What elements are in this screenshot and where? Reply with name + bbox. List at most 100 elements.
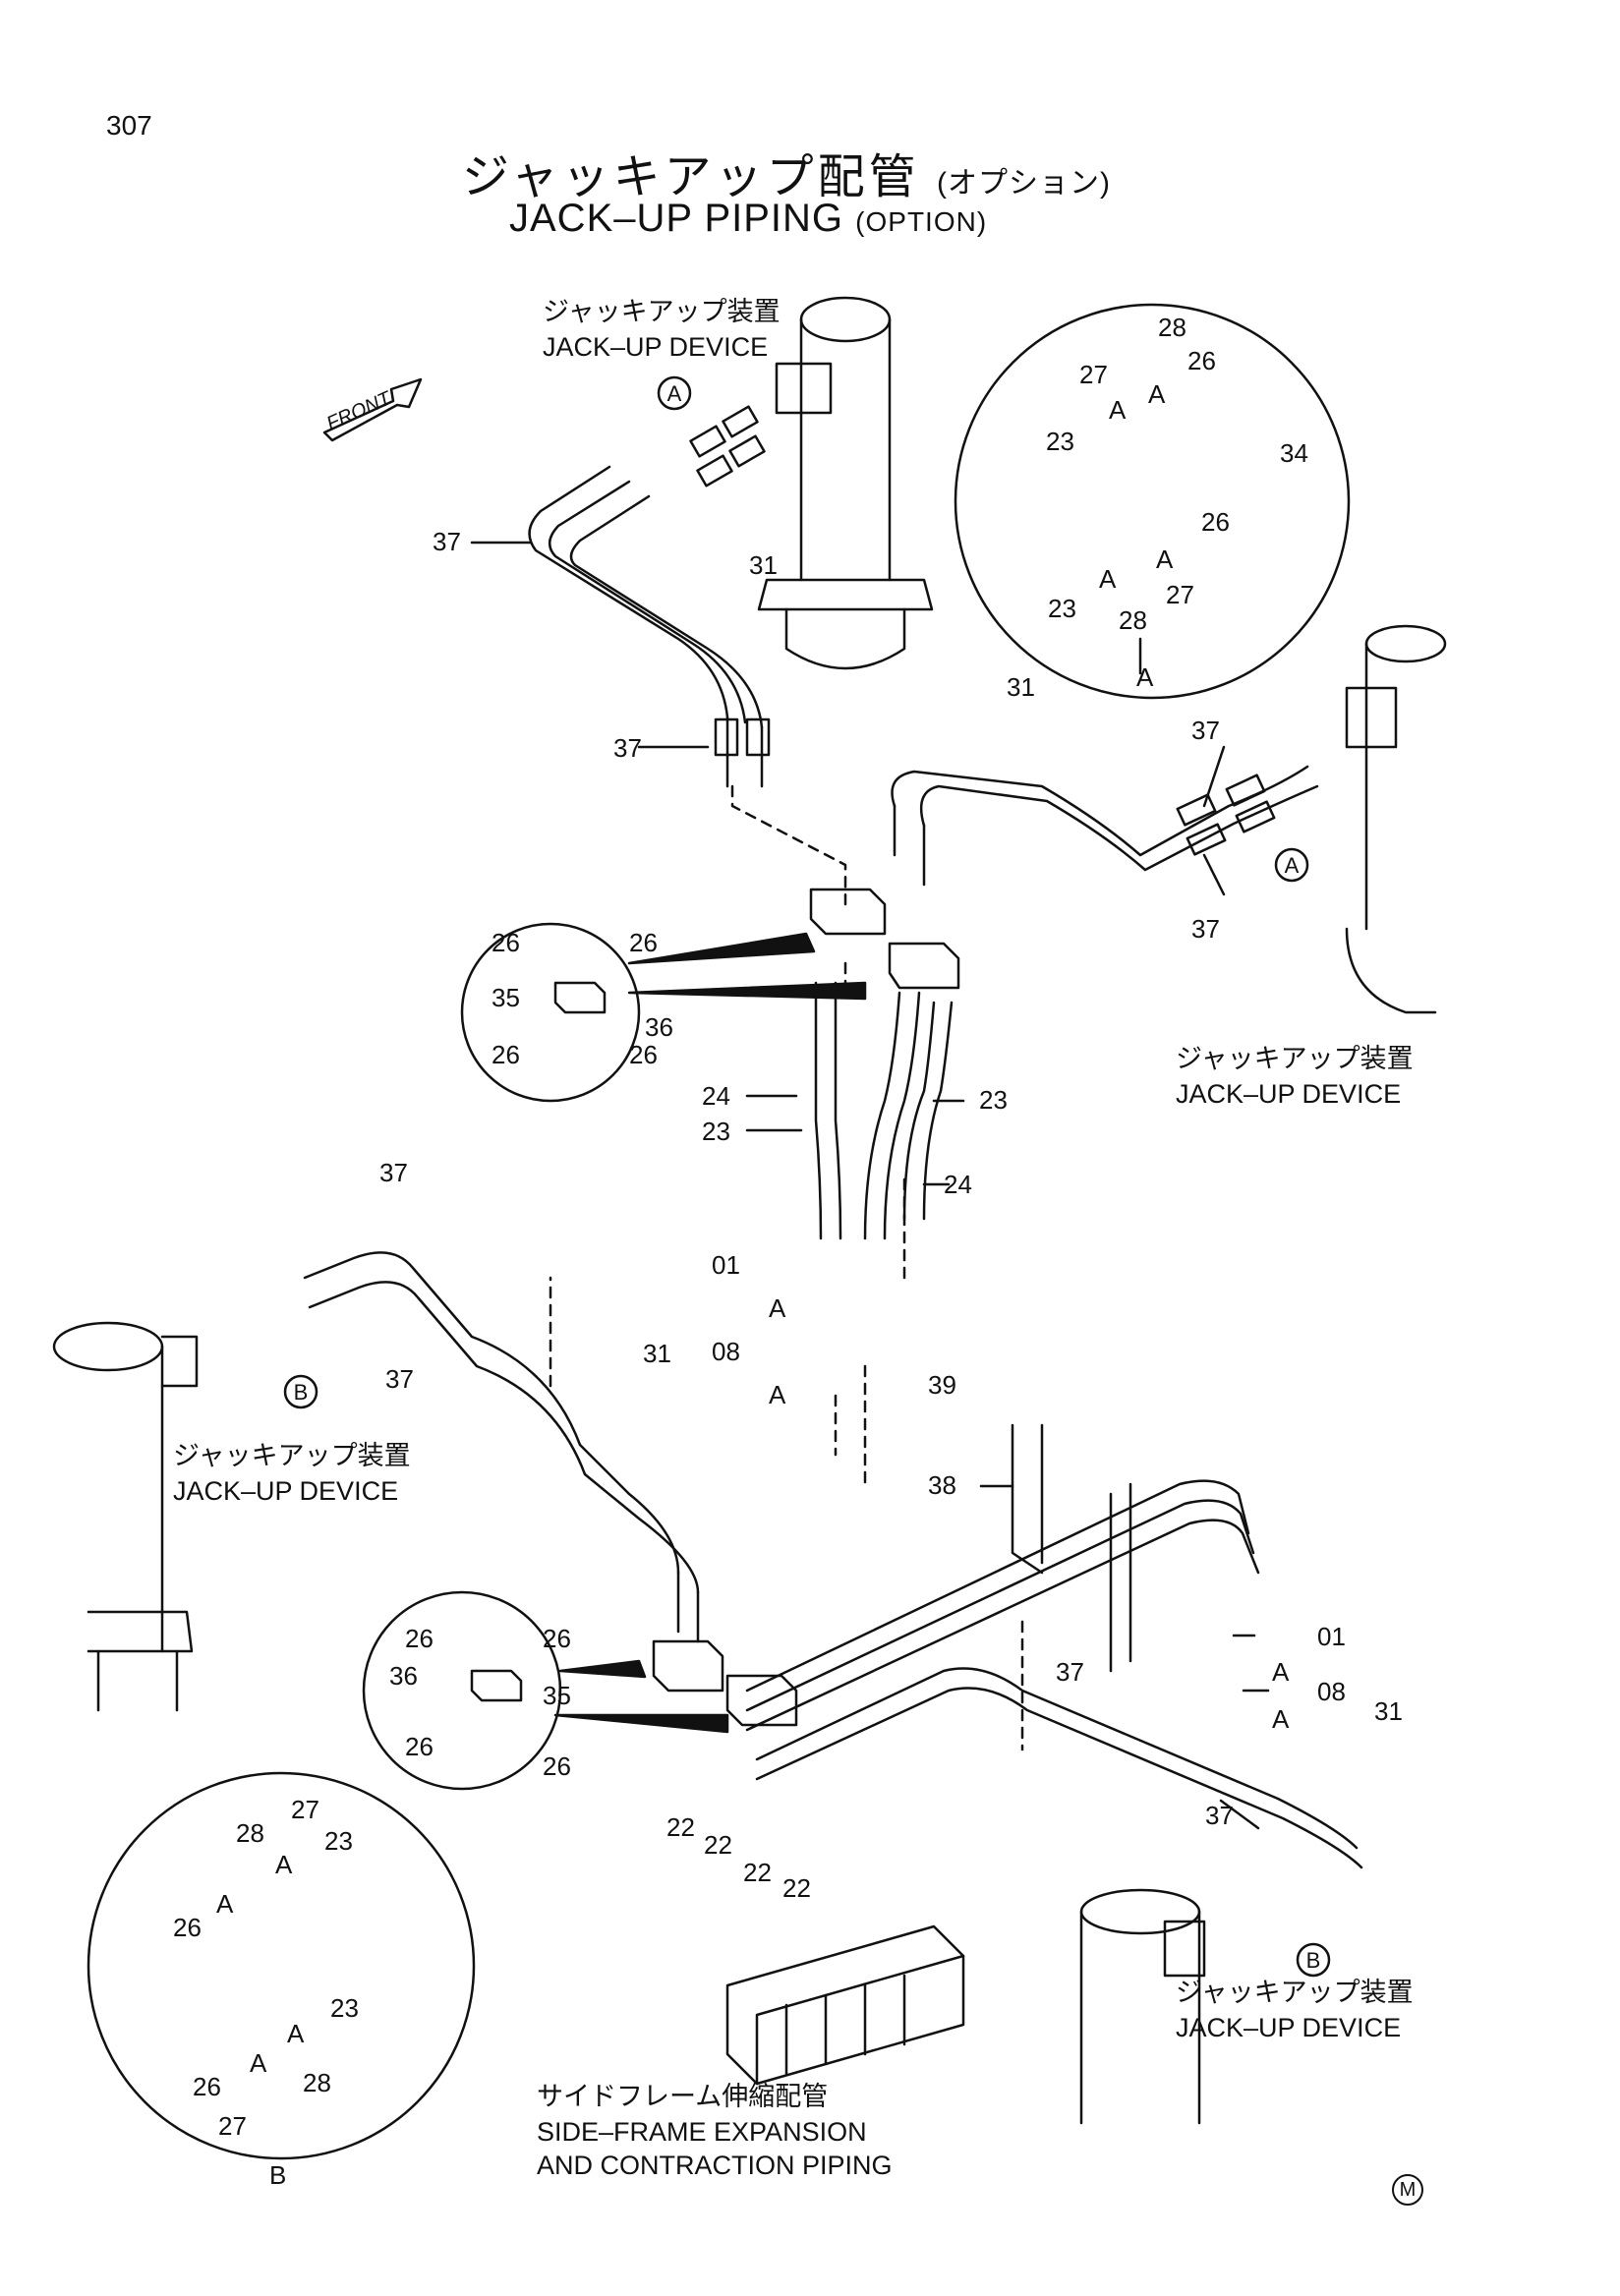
part-23-label-b: 23 <box>979 1085 1008 1115</box>
fitting-cluster-top <box>689 405 771 757</box>
part-37-label-a: 37 <box>433 527 461 556</box>
part-37-label-h: 37 <box>1205 1801 1234 1830</box>
part-22-label-c: 22 <box>743 1858 772 1887</box>
marker-a-6: A <box>769 1380 786 1409</box>
title-ja-option: (オプション) <box>936 167 1111 200</box>
side-frame-label-en-2: AND CONTRACTION PIPING <box>537 2151 893 2180</box>
part-22-label-a: 22 <box>666 1812 695 1842</box>
part-27-label-a: 26 <box>1187 346 1216 375</box>
view-marker-labels: A A A A A A A A A A A A A B <box>216 379 1290 2190</box>
part-37-label-f: 37 <box>385 1364 414 1394</box>
detail-circle-lower-block <box>362 1590 729 1791</box>
marker-a-3: A <box>1156 545 1174 574</box>
detail-circle-a <box>954 303 1351 700</box>
marker-a-detail-bottom: A <box>1136 662 1154 692</box>
side-frame-label-en-1: SIDE–FRAME EXPANSION <box>537 2117 867 2147</box>
part-23-label-c: 23 <box>1046 427 1074 456</box>
marker-a-4: A <box>1099 564 1117 594</box>
circled-marker-a-top: A <box>667 381 682 406</box>
circled-marker-b-bottom: B <box>1306 1948 1321 1973</box>
part-26-label-h: 26 <box>543 1751 571 1781</box>
detail-circle-upper-block <box>460 922 867 1103</box>
part-01-label-b: 01 <box>1317 1622 1346 1651</box>
hose-37-top <box>528 465 764 788</box>
connector-block-upper <box>809 888 960 990</box>
part-37-label-b: 37 <box>613 733 642 763</box>
device-label-top-ja: ジャッキアップ装置 <box>543 297 781 326</box>
circled-marker-b-left: B <box>294 1380 309 1405</box>
part-36-label-a: 36 <box>645 1012 673 1042</box>
page-number: 307 <box>106 110 152 141</box>
part-37-label-e: 37 <box>379 1158 408 1187</box>
front-arrow-icon: FRONT <box>322 377 423 442</box>
part-26-label-a: 26 <box>492 928 520 957</box>
title-en-option: (OPTION) <box>855 206 988 237</box>
part-24-label-b: 24 <box>944 1170 972 1199</box>
device-label-left-en: JACK–UP DEVICE <box>173 1476 399 1506</box>
marker-a-1: A <box>1109 395 1127 425</box>
side-frame-label-ja: サイドフレーム伸縮配管 <box>537 2082 829 2111</box>
page-title-ja: ジャッキアップ配管 (オプション) <box>462 138 1111 206</box>
jack-up-cylinder-right <box>1345 624 1447 1014</box>
part-27-label-d: 26 <box>193 2072 221 2101</box>
marker-a-2: A <box>1148 379 1166 409</box>
circled-marker-letters: A A B B <box>294 381 1321 1973</box>
marker-a-5: A <box>769 1293 786 1323</box>
title-en-text: JACK–UP PIPING <box>509 197 844 240</box>
part-26-label-d: 26 <box>629 1040 658 1069</box>
part-29-label-b: 28 <box>1119 605 1147 635</box>
circled-marker-a-right: A <box>1285 853 1300 878</box>
part-23-label-d: 23 <box>1048 594 1076 623</box>
part-22-label-d: 22 <box>782 1873 811 1903</box>
jack-up-cylinder-bottom <box>1079 1888 1206 2125</box>
circled-markers <box>283 375 1331 1978</box>
part-23-label-a: 23 <box>702 1117 730 1146</box>
part-28-label-c: 27 <box>291 1795 319 1824</box>
part-26-label-f: 26 <box>543 1624 571 1653</box>
part-28-label-b: 27 <box>1166 580 1194 609</box>
part-number-labels: 37 31 37 31 37 37 26 26 35 36 26 26 24 2… <box>173 313 1403 2141</box>
part-29-label-a: 28 <box>1158 313 1186 342</box>
part-26-label-e: 26 <box>405 1624 434 1653</box>
hoses-23-24-upper <box>814 981 954 1240</box>
marker-a-9: A <box>275 1850 293 1879</box>
marker-a-8: A <box>1272 1704 1290 1734</box>
part-39-label: 39 <box>928 1370 956 1400</box>
part-23-label-f: 23 <box>330 1993 359 2023</box>
part-31-label-a: 31 <box>749 550 778 580</box>
page-title-en: JACK–UP PIPING (OPTION) <box>509 197 987 241</box>
device-label-right-en: JACK–UP DEVICE <box>1176 1079 1402 1109</box>
marker-b-detail-bottom: B <box>269 2160 286 2190</box>
side-frame-piping <box>745 1423 1363 1869</box>
connector-block-lower <box>652 1639 798 1727</box>
part-23-label-e: 23 <box>324 1826 353 1856</box>
title-ja-text: ジャッキアップ配管 <box>462 151 920 203</box>
part-37-label-g: 37 <box>1056 1657 1084 1687</box>
part-26-label-b: 26 <box>629 928 658 957</box>
front-arrow-label: FRONT <box>323 387 395 435</box>
part-22-label-b: 22 <box>704 1830 732 1860</box>
control-valve-block <box>725 1924 965 2086</box>
part-34-label: 34 <box>1280 438 1308 468</box>
part-27-label-c: 26 <box>173 1913 202 1942</box>
part-38-label: 38 <box>928 1470 956 1500</box>
part-08-label-a: 08 <box>712 1337 740 1366</box>
part-28-label-d: 27 <box>218 2111 247 2141</box>
part-31-label-d: 31 <box>1374 1696 1403 1726</box>
marker-a-10: A <box>216 1889 234 1919</box>
jack-up-cylinder-left <box>52 1321 199 1712</box>
part-29-label-c: 28 <box>236 1818 264 1848</box>
part-36-label-b: 36 <box>389 1661 418 1691</box>
corner-m-mark: M <box>1392 2174 1423 2206</box>
part-35-label-b: 35 <box>543 1681 571 1710</box>
part-26-label-c: 26 <box>492 1040 520 1069</box>
device-label-bottom-ja: ジャッキアップ装置 <box>1176 1978 1414 2007</box>
part-31-label-c: 31 <box>643 1339 671 1368</box>
part-29-label-d: 28 <box>303 2068 331 2097</box>
part-01-label-a: 01 <box>712 1250 740 1280</box>
dashed-leaders <box>549 784 1024 1751</box>
part-28-label-a: 27 <box>1079 360 1108 389</box>
device-label-right-ja: ジャッキアップ装置 <box>1176 1044 1414 1073</box>
device-label-left-ja: ジャッキアップ装置 <box>173 1441 411 1470</box>
